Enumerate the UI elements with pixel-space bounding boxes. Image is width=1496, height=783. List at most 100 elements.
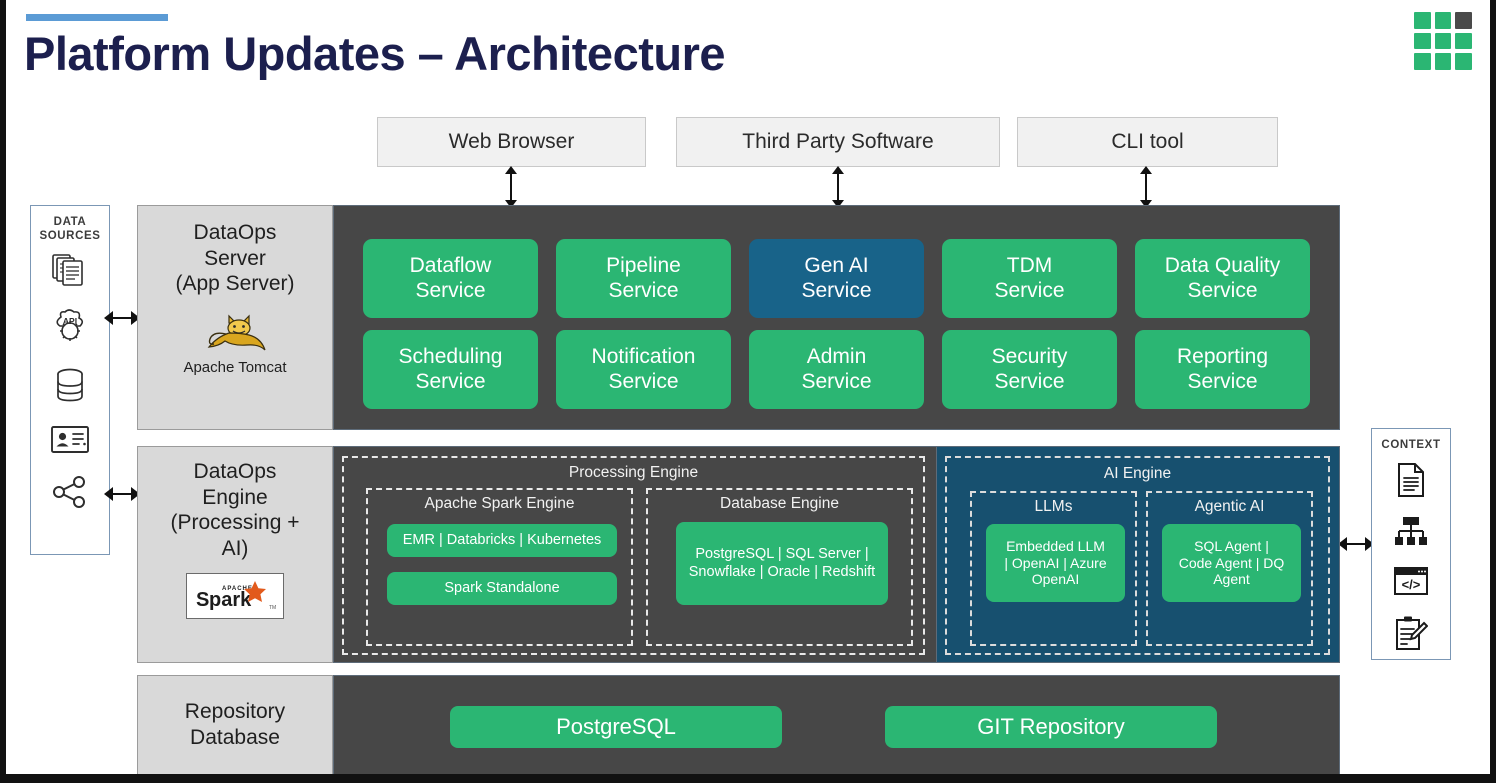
agentic-pill-line3: Agent	[1213, 571, 1250, 588]
ai-engine-container: AI Engine LLMs Embedded LLM | OpenAI | A…	[945, 456, 1330, 655]
service-label-line1: Notification	[591, 345, 696, 369]
engine-label-line4: AI)	[221, 536, 249, 560]
spark-pill-spark-standalone[interactable]: Spark Standalone	[387, 572, 617, 605]
database-engine-title: Database Engine	[720, 495, 839, 512]
processing-engine-title: Processing Engine	[568, 464, 699, 481]
service-label-line1: Scheduling	[398, 345, 503, 369]
database-engine-container: Database Engine PostgreSQL | SQL Server …	[646, 488, 913, 646]
agentic-pill-line2: Code Agent | DQ	[1178, 554, 1285, 571]
llms-pill-line1: Embedded LLM	[1006, 537, 1105, 554]
client-box-cli-tool[interactable]: CLI tool	[1017, 117, 1278, 167]
service-label-line2: Service	[415, 369, 486, 393]
service-label-line1: Dataflow	[409, 254, 492, 278]
connector-arrow-third-party	[831, 166, 845, 208]
connector-ai-engine-to-context	[1338, 537, 1374, 551]
agentic-ai-pill[interactable]: SQL Agent | Code Agent | DQ Agent	[1162, 524, 1301, 602]
server-label-line2: Server	[204, 246, 266, 270]
page-title: Platform Updates – Architecture	[24, 27, 726, 80]
client-label: Third Party Software	[742, 130, 934, 153]
processing-engine-container: Processing Engine Apache Spark Engine EM…	[342, 456, 925, 655]
connector-arrow-cli-tool	[1139, 166, 1153, 208]
client-label: Web Browser	[448, 130, 575, 153]
dataops-server-label: DataOps Server (App Server)	[169, 220, 300, 297]
service-label-line2: Service	[1187, 369, 1258, 393]
document-icon	[1395, 462, 1427, 503]
client-box-web-browser[interactable]: Web Browser	[377, 117, 646, 167]
apache-spark-logo: S park APACHE TM	[186, 573, 284, 620]
agentic-pill-line1: SQL Agent |	[1194, 537, 1269, 554]
connector-arrow-web-browser	[504, 166, 518, 208]
data-sources-title: DATA SOURCES	[39, 215, 100, 244]
documents-icon	[51, 253, 89, 292]
data-sources-icon-list: API	[50, 253, 90, 513]
engine-label-line2: Engine	[202, 485, 268, 509]
api-gear-icon: API	[50, 308, 90, 350]
llms-title: LLMs	[1034, 498, 1073, 515]
engine-label-line3: (Processing +	[170, 511, 300, 535]
context-icon-list: </>	[1393, 462, 1429, 656]
llms-pill[interactable]: Embedded LLM | OpenAI | Azure OpenAI	[986, 524, 1125, 602]
repository-database-box: Repository Database	[137, 675, 333, 775]
client-box-third-party-software[interactable]: Third Party Software	[676, 117, 1000, 167]
apache-tomcat-caption: Apache Tomcat	[183, 358, 287, 376]
spark-pill-emr-databricks-kubernetes[interactable]: EMR | Databricks | Kubernetes	[387, 524, 617, 557]
repo-label-line2: Database	[190, 726, 280, 749]
logo-cell	[1434, 53, 1452, 70]
service-label-line1: Admin	[806, 345, 867, 369]
sitemap-icon	[1393, 517, 1429, 552]
service-label-line2: Service	[801, 278, 872, 302]
service-label-line1: Data Quality	[1164, 254, 1281, 278]
service-label-line1: TDM	[1006, 254, 1053, 278]
dataops-engine-box: DataOps Engine (Processing + AI) S park …	[137, 446, 333, 663]
service-label-line2: Service	[608, 278, 679, 302]
service-label-line2: Service	[415, 278, 486, 302]
svg-text:APACHE: APACHE	[222, 586, 253, 592]
connector-data-sources-to-server	[104, 311, 140, 325]
logo-cell	[1434, 32, 1452, 50]
logo-cell	[1414, 53, 1431, 70]
service-label-line2: Service	[1187, 278, 1258, 302]
ai-engine-panel: AI Engine LLMs Embedded LLM | OpenAI | A…	[936, 446, 1340, 663]
repository-item-postgresql[interactable]: PostgreSQL	[450, 706, 782, 748]
service-label-line2: Service	[801, 369, 872, 393]
title-accent-bar	[26, 14, 168, 21]
database-pill-line2: Snowflake | Oracle | Redshift	[688, 563, 876, 580]
service-label-line1: Security	[991, 345, 1068, 369]
database-icon	[52, 367, 88, 408]
service-label-line1: Reporting	[1176, 345, 1269, 369]
apache-spark-engine-container: Apache Spark Engine EMR | Databricks | K…	[366, 488, 633, 646]
apache-spark-engine-title: Apache Spark Engine	[424, 495, 575, 512]
llms-pill-line2: | OpenAI | Azure	[1004, 554, 1107, 571]
service-label-line1: Pipeline	[606, 254, 681, 278]
data-sources-panel: DATA SOURCES	[30, 205, 110, 555]
repository-item-git-repository[interactable]: GIT Repository	[885, 706, 1217, 748]
svg-text:TM: TM	[269, 605, 276, 611]
database-pill-line1: PostgreSQL | SQL Server |	[695, 546, 869, 563]
id-card-icon	[50, 425, 90, 459]
svg-text:API: API	[63, 316, 77, 326]
data-sources-title-line1: DATA	[53, 216, 87, 228]
clipboard-pencil-icon	[1394, 615, 1429, 656]
data-sources-title-line2: SOURCES	[39, 230, 101, 243]
database-pill-engines[interactable]: PostgreSQL | SQL Server | Snowflake | Or…	[676, 522, 888, 605]
service-label-line2: Service	[994, 369, 1065, 393]
service-label-line1: Gen AI	[804, 254, 869, 278]
repo-label-line1: Repository	[184, 700, 286, 724]
service-label-line2: Service	[608, 369, 679, 393]
context-panel: CONTEXT	[1371, 428, 1451, 660]
svg-text:S: S	[196, 589, 209, 611]
ai-engine-title: AI Engine	[1103, 465, 1172, 482]
logo-cell	[1455, 32, 1472, 50]
client-label: CLI tool	[1111, 130, 1184, 153]
